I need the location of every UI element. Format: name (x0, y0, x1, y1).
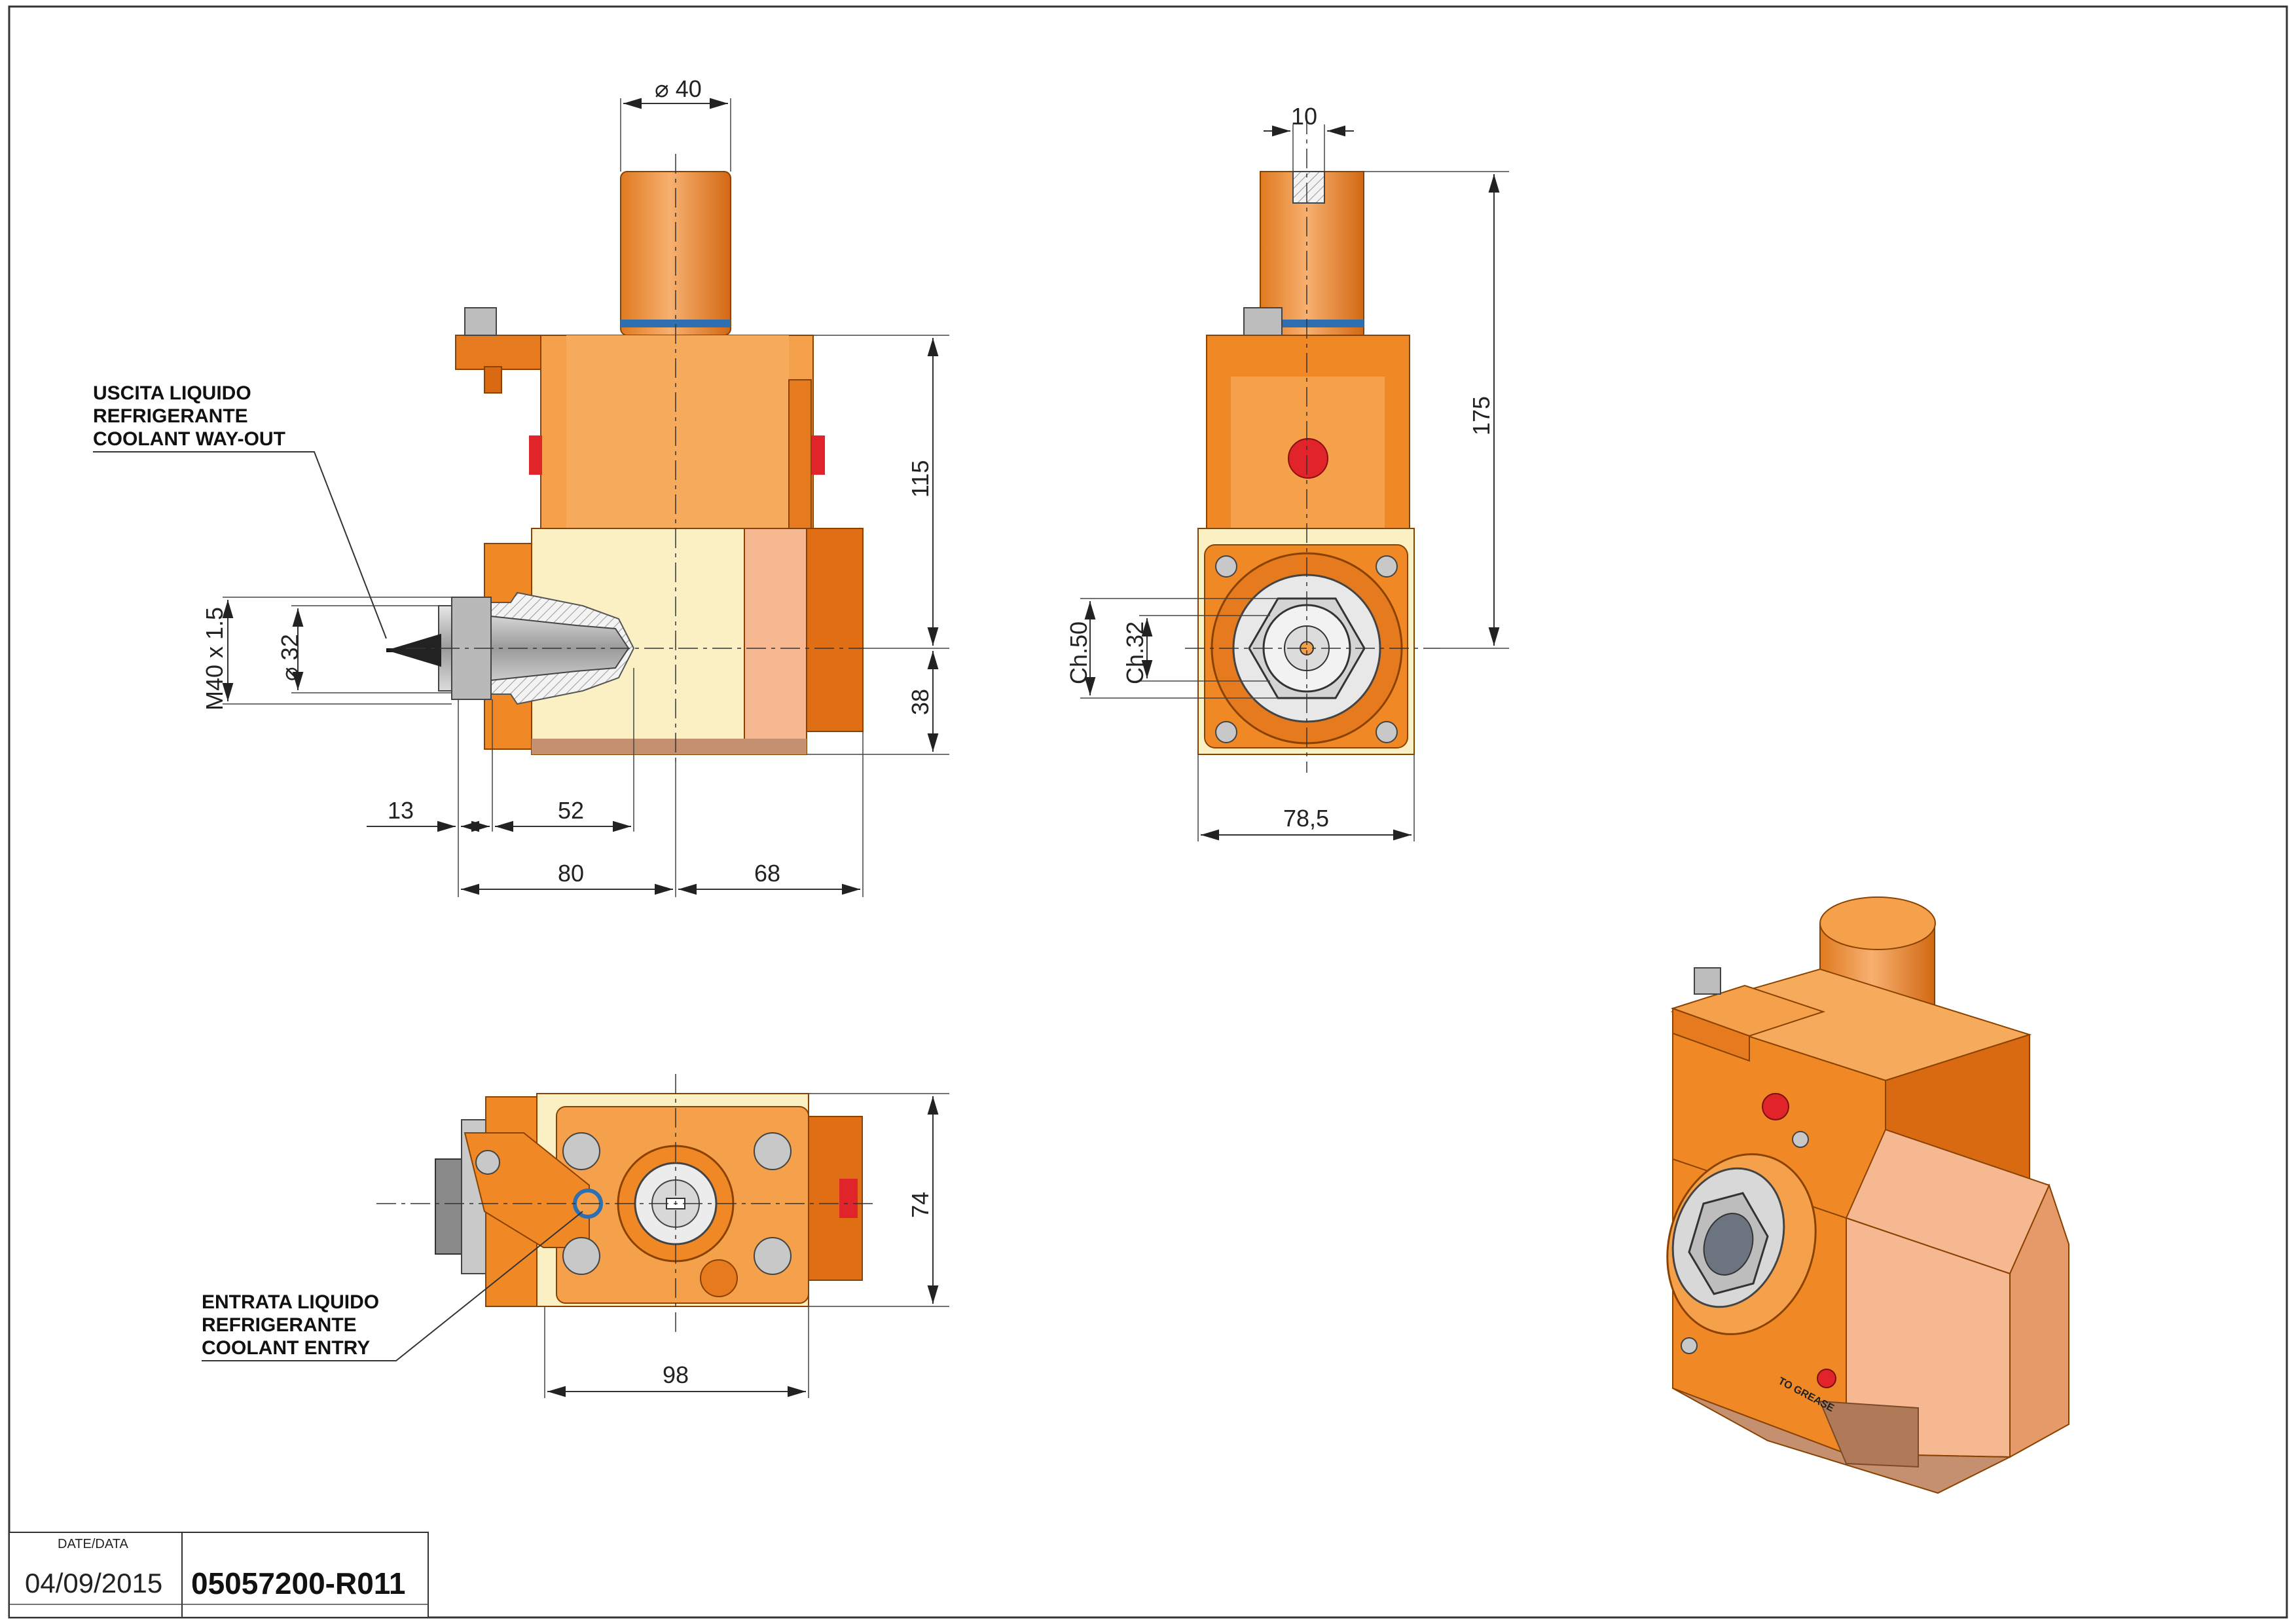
front-setscrew (464, 307, 497, 336)
sheet-border (8, 5, 2288, 1619)
dim-width-98: 98 (663, 1361, 689, 1388)
front-salmon-block (744, 528, 807, 755)
iso-bolt-bottom (1681, 1337, 1698, 1354)
dim-thread-m40: M40 x 1.5 (201, 607, 228, 710)
dim-bore-32: ⌀ 32 (276, 634, 303, 681)
front-red-plug-right (812, 435, 825, 475)
side-bolt-br (1376, 721, 1398, 743)
iso-grease-pocket (1819, 1400, 1919, 1468)
side-bolt-bl (1215, 721, 1237, 743)
dim-key-10: 10 (1291, 103, 1317, 130)
side-oring-seal (1260, 320, 1364, 327)
svg-text:ENTRATA LIQUIDO: ENTRATA LIQUIDO (202, 1291, 379, 1313)
top-bolt-tl (562, 1132, 600, 1170)
top-bolt-bl (562, 1237, 600, 1275)
dim-height-38: 38 (907, 689, 934, 715)
side-view: 10 175 Ch.50 Ch.32 78,5 (1065, 103, 1509, 841)
drawing-code: 05057200-R011 (191, 1566, 405, 1600)
dim-80: 80 (558, 860, 584, 887)
front-top-flange (455, 335, 543, 370)
dim-height-175: 175 (1468, 396, 1495, 435)
front-side-flange (806, 528, 864, 732)
side-red-plug (1288, 438, 1328, 479)
top-collet-nut (435, 1158, 464, 1255)
iso-flange-tab-front (1672, 1007, 1750, 1062)
front-bottom-band (532, 739, 807, 754)
dim-68: 68 (754, 860, 780, 887)
svg-text:REFRIGERANTE: REFRIGERANTE (202, 1314, 357, 1336)
svg-text:REFRIGERANTE: REFRIGERANTE (93, 405, 248, 427)
iso-grease-plug (1817, 1369, 1836, 1388)
front-view: ⌀ 40 115 38 M40 x 1.5 ⌀ 32 13 52 80 68 (93, 75, 949, 897)
dim-52: 52 (558, 797, 584, 824)
side-keyway (1292, 171, 1325, 204)
top-bolt-br (754, 1237, 792, 1275)
side-bolt-tl (1215, 555, 1237, 578)
dim-width-78-5: 78,5 (1283, 805, 1329, 832)
top-grease-plug (700, 1259, 738, 1297)
iso-cylinder-top (1819, 896, 1936, 950)
iso-red-plug (1762, 1093, 1789, 1120)
top-bolt-tr (754, 1132, 792, 1170)
dim-height-115: 115 (907, 460, 934, 498)
date-label: DATE/DATA (58, 1537, 128, 1551)
front-oring-seal (621, 320, 731, 327)
side-setscrew (1243, 307, 1283, 336)
iso-bolt-top (1792, 1131, 1809, 1148)
dim-ch50: Ch.50 (1065, 621, 1092, 684)
top-bracket-screw (475, 1150, 500, 1175)
top-red-plug (839, 1179, 858, 1218)
dim-depth-74: 74 (907, 1192, 934, 1218)
front-flange-leg (484, 366, 502, 394)
top-view: 74 98 ENTRATA LIQUIDO REFRIGERANTE COOLA… (202, 1074, 949, 1398)
iso-head-wedge (2009, 1183, 2069, 1458)
iso-setscrew (1694, 967, 1721, 995)
iso-collet-bore (1703, 1213, 1754, 1276)
iso-view: TO GREASE (1666, 896, 2069, 1494)
svg-text:COOLANT WAY-OUT: COOLANT WAY-OUT (93, 428, 285, 450)
iso-bottom-face (1672, 1388, 2011, 1494)
title-block: DATE/DATA 04/09/2015 05057200-R011 (9, 1532, 429, 1618)
title-block-frame (9, 1532, 429, 1618)
front-side-rail (788, 379, 812, 529)
svg-text:COOLANT ENTRY: COOLANT ENTRY (202, 1337, 370, 1359)
dim-bore-40: ⌀ 40 (655, 75, 702, 102)
note-coolant-way-out: USCITA LIQUIDO REFRIGERANTE COOLANT WAY-… (93, 382, 387, 639)
side-bolt-tr (1376, 555, 1398, 578)
front-red-plug-left (529, 435, 542, 475)
svg-text:USCITA LIQUIDO: USCITA LIQUIDO (93, 382, 251, 404)
dim-ch32: Ch.32 (1121, 621, 1148, 684)
dim-13: 13 (388, 797, 414, 824)
note-coolant-entry: ENTRATA LIQUIDO REFRIGERANTE COOLANT ENT… (202, 1211, 583, 1361)
date-value: 04/09/2015 (25, 1568, 162, 1598)
front-upper-housing-face (566, 335, 789, 528)
